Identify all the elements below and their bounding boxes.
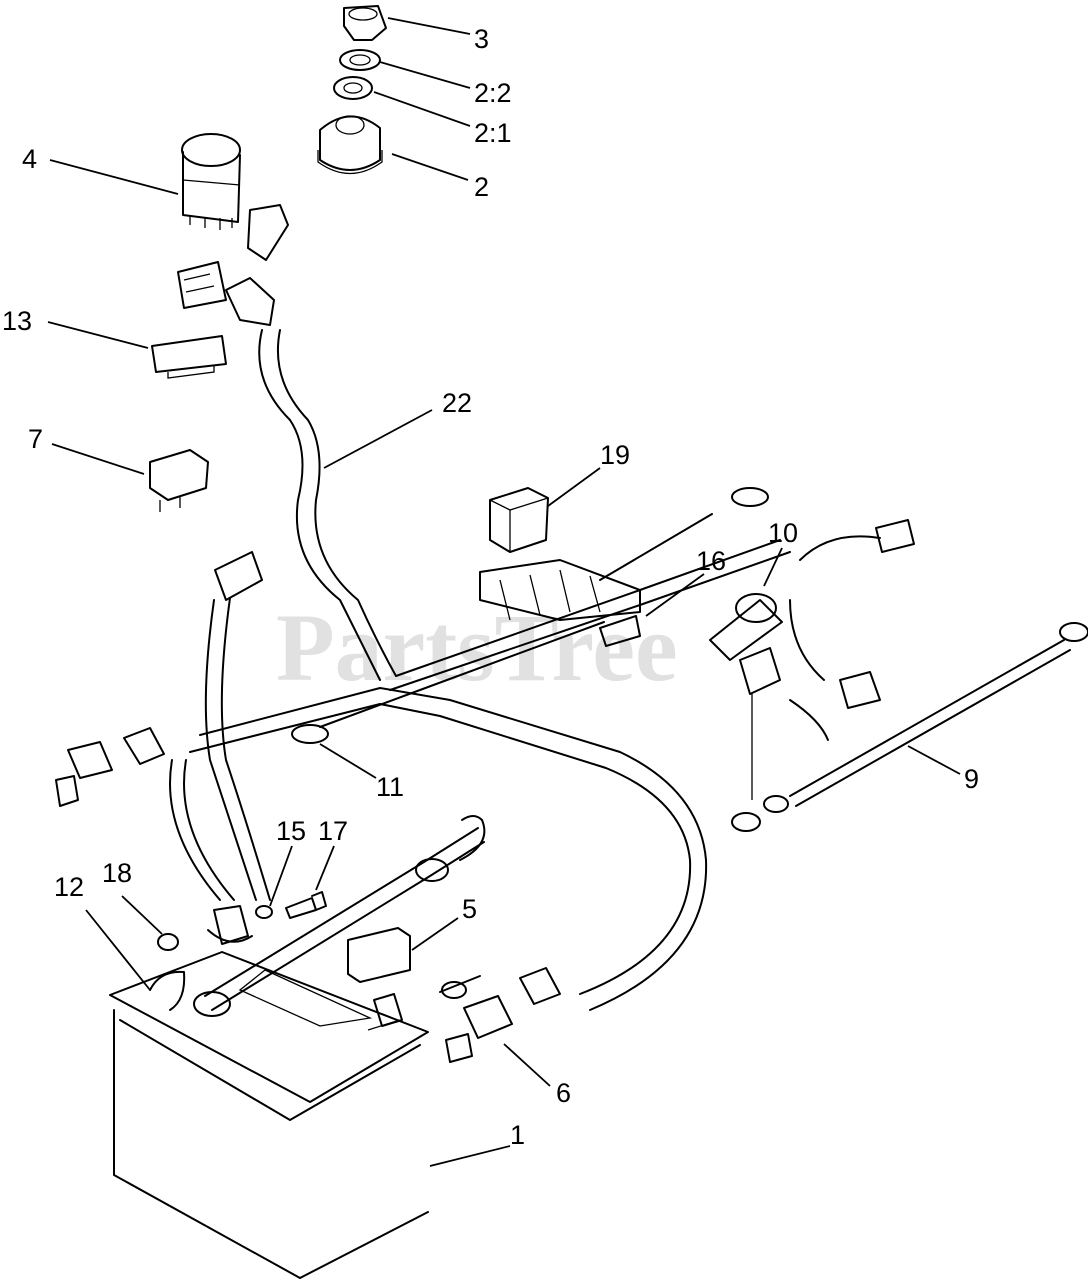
callout-7: 7 <box>28 424 43 454</box>
fuse-block <box>347 927 411 1031</box>
ground-cable <box>291 621 605 744</box>
leader-lines <box>47 17 961 1167</box>
callout-3: 3 <box>474 24 489 54</box>
main-wiring-harness <box>258 329 791 691</box>
callout-18: 18 <box>102 858 132 888</box>
callout-5: 5 <box>462 894 477 924</box>
callout-2: 2 <box>474 172 489 202</box>
connector-cover <box>151 335 227 379</box>
bolt-17 <box>285 891 327 919</box>
washer-2-1 <box>333 76 373 100</box>
callout-22: 22 <box>442 388 472 418</box>
callout-6: 6 <box>556 1078 571 1108</box>
callout-2-2: 2:2 <box>474 78 512 108</box>
ignition-switch <box>317 115 383 175</box>
callout-15: 15 <box>276 816 306 846</box>
callout-9: 9 <box>964 764 979 794</box>
left-harness-loop <box>169 551 271 901</box>
relay <box>489 487 549 553</box>
callout-2-1: 2:1 <box>474 118 512 148</box>
diode-relay-small <box>149 449 209 512</box>
hold-down-rod <box>193 815 486 1017</box>
washer-2-2 <box>339 49 381 71</box>
callout-4: 4 <box>22 144 37 174</box>
callout-13: 13 <box>2 306 32 336</box>
washer-15 <box>255 905 273 919</box>
battery-cable-loop <box>189 687 708 1011</box>
harness-connectors-top <box>177 204 289 326</box>
connector-left-pair <box>55 727 165 807</box>
starter-solenoid <box>709 519 915 800</box>
callout-19: 19 <box>600 440 630 470</box>
callout-17: 17 <box>318 816 348 846</box>
battery <box>109 951 429 1279</box>
callout-11: 11 <box>376 772 404 802</box>
nut-18 <box>157 933 179 951</box>
key-knob <box>343 5 387 41</box>
pto-switch <box>181 133 241 230</box>
callout-16: 16 <box>696 546 726 576</box>
callouts: 3 2:2 2:1 2 4 13 22 7 19 10 16 11 9 15 1… <box>2 24 979 1150</box>
callout-10: 10 <box>768 518 798 548</box>
battery-clamp <box>149 905 253 1011</box>
callout-1: 1 <box>510 1120 525 1150</box>
connector-right-pair <box>439 967 561 1063</box>
bolt-16 <box>599 615 641 647</box>
positive-cable <box>731 622 1088 832</box>
callout-12: 12 <box>54 872 84 902</box>
